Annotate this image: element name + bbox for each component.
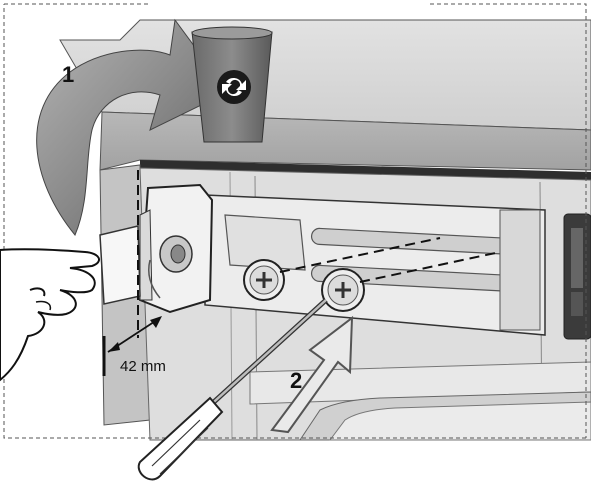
measurement-indicator [102, 316, 162, 376]
curved-arrow-icon [36, 18, 229, 236]
hand-icon [0, 248, 100, 382]
lower-drawer [249, 361, 591, 441]
step-2-label: 2 [290, 368, 302, 393]
step-1-label: 1 [62, 62, 74, 87]
frame-border [3, 3, 587, 439]
recycle-bin-icon [191, 26, 273, 143]
screw-left [243, 259, 285, 301]
side-panel [563, 213, 591, 340]
screw-right [321, 268, 365, 312]
alignment-lines [137, 170, 501, 338]
hinge-block [99, 183, 214, 314]
screwdriver-icon [137, 298, 328, 481]
mounting-bracket [204, 194, 546, 336]
measurement-label: 42 mm [120, 358, 166, 375]
straight-arrow-icon [270, 315, 354, 434]
